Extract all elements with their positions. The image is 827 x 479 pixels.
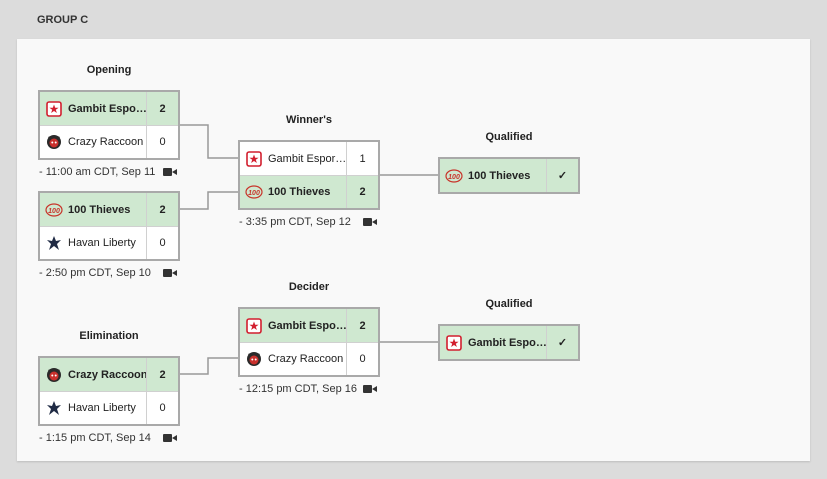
video-camera-icon[interactable] [163,268,177,278]
match-team-row[interactable]: Havan Liberty 0 [40,391,178,424]
team-score: 2 [359,319,366,332]
team-score: 0 [159,237,166,249]
svg-text:100: 100 [448,174,460,181]
svg-text:100: 100 [48,208,60,215]
100-thieves-logo-icon: 100 [245,183,263,201]
team-name: Crazy Raccoon [68,368,146,381]
gambit-logo-icon [445,334,463,352]
team-name: Gambit Espo… [68,102,146,115]
qualified-slot-bottom[interactable]: Gambit Espo… ✓ [438,324,580,361]
round-label-qualified-bottom: Qualified [485,298,533,310]
match-time-winners: - 3:35 pm CDT, Sep 12 [238,216,380,228]
match-winners[interactable]: Gambit Espor… 1 100 100 Thieves 2 [238,140,380,210]
video-camera-icon[interactable] [363,217,377,227]
crazy-raccoon-logo-icon [45,366,63,384]
match-team-row[interactable]: 100 100 Thieves 2 [40,193,178,226]
gambit-logo-icon [245,150,263,168]
match-time-text: 11:00 am CDT, Sep 11 [45,166,156,178]
team-score: 2 [359,186,366,198]
team-score: 1 [359,152,366,165]
match-elimination[interactable]: Crazy Raccoon 2 Havan Liberty 0 [38,356,180,426]
team-score: 2 [159,368,166,381]
match-time-text: 1:15 pm CDT, Sep 14 [45,432,151,444]
checkmark-icon: ✓ [557,337,568,349]
video-camera-icon[interactable] [163,167,177,177]
match-team-row[interactable]: Crazy Raccoon 2 [40,358,178,391]
round-label-elimination: Elimination [79,330,139,342]
team-name: Gambit Espo… [268,319,346,332]
match-time-text: 2:50 pm CDT, Sep 10 [45,267,151,279]
group-title: GROUP C [37,14,89,26]
gambit-logo-icon [245,317,263,335]
match-team-row[interactable]: Crazy Raccoon 0 [240,342,378,375]
team-name: Crazy Raccoon [68,136,144,148]
time-prefix: - [39,432,43,444]
qualified-team-row[interactable]: 100 100 Thieves ✓ [440,159,578,192]
qualified-slot-top[interactable]: 100 100 Thieves ✓ [438,157,580,194]
match-opening-2[interactable]: 100 100 Thieves 2 Havan Liberty 0 [38,191,180,261]
team-name: Gambit Espo… [468,336,546,349]
team-name: Gambit Espor… [268,152,346,165]
team-score: 0 [359,353,366,365]
round-label-winners: Winner's [286,114,332,126]
team-score: 0 [159,136,166,148]
round-label-opening: Opening [86,64,132,76]
match-time-opening-1: - 11:00 am CDT, Sep 11 [38,166,180,178]
team-score: 0 [159,402,166,414]
team-score: 2 [159,203,166,216]
match-team-row[interactable]: 100 100 Thieves 2 [240,175,378,208]
match-time-text: 12:15 pm CDT, Sep 16 [245,383,358,395]
match-team-row[interactable]: Gambit Espor… 1 [240,142,378,175]
crazy-raccoon-logo-icon [245,350,263,368]
match-opening-1[interactable]: Gambit Espo… 2 Crazy Raccoon 0 [38,90,180,160]
team-name: Crazy Raccoon [268,353,344,365]
qualified-team-row[interactable]: Gambit Espo… ✓ [440,326,578,359]
time-prefix: - [239,383,243,395]
time-prefix: - [39,267,43,279]
havan-liberty-logo-icon [45,399,63,417]
crazy-raccoon-logo-icon [45,133,63,151]
round-label-qualified-top: Qualified [485,131,533,143]
havan-liberty-logo-icon [45,234,63,252]
video-camera-icon[interactable] [363,384,377,394]
svg-text:100: 100 [248,190,260,197]
video-camera-icon[interactable] [163,433,177,443]
match-time-elimination: - 1:15 pm CDT, Sep 14 [38,432,180,444]
checkmark-icon: ✓ [557,170,568,182]
team-name: 100 Thieves [468,169,531,182]
match-time-opening-2: - 2:50 pm CDT, Sep 10 [38,267,180,279]
match-time-decider: - 12:15 pm CDT, Sep 16 [238,383,380,395]
match-team-row[interactable]: Gambit Espo… 2 [240,309,378,342]
match-team-row[interactable]: Gambit Espo… 2 [40,92,178,125]
team-name: 100 Thieves [68,203,131,216]
match-decider[interactable]: Gambit Espo… 2 Crazy Raccoon 0 [238,307,380,377]
100-thieves-logo-icon: 100 [445,167,463,185]
time-prefix: - [239,216,243,228]
gambit-logo-icon [45,100,63,118]
round-label-decider: Decider [288,281,330,293]
team-name: Havan Liberty [68,237,136,249]
team-name: Havan Liberty [68,402,136,414]
match-time-text: 3:35 pm CDT, Sep 12 [245,216,351,228]
team-name: 100 Thieves [268,186,331,198]
100-thieves-logo-icon: 100 [45,201,63,219]
team-score: 2 [159,102,166,115]
time-prefix: - [39,166,43,178]
match-team-row[interactable]: Havan Liberty 0 [40,226,178,259]
match-team-row[interactable]: Crazy Raccoon 0 [40,125,178,158]
